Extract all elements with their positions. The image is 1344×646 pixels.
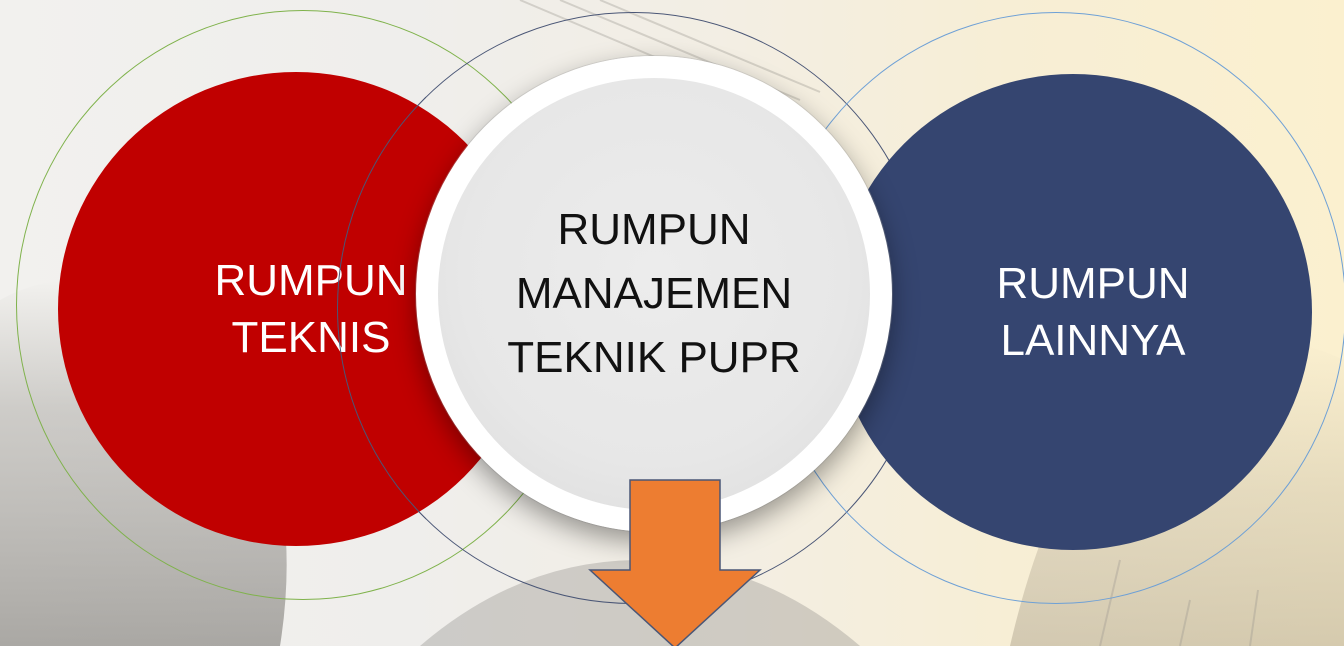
rumpun-teknis-label: RUMPUN TEKNIS [214, 252, 407, 366]
rumpun-lainnya-circle: RUMPUN LAINNYA [834, 74, 1312, 550]
rumpun-lainnya-line-1: RUMPUN [996, 258, 1190, 308]
rumpun-manajemen-line-1: RUMPUN [557, 205, 751, 255]
rumpun-manajemen-line-2: MANAJEMEN [515, 269, 793, 319]
rumpun-manajemen-label: RUMPUN MANAJEMEN TEKNIK PUPR [507, 198, 800, 389]
rumpun-manajemen-line-3: TEKNIK PUPR [507, 332, 801, 382]
rumpun-lainnya-label: RUMPUN LAINNYA [996, 255, 1189, 369]
rumpun-manajemen-circle: RUMPUN MANAJEMEN TEKNIK PUPR [416, 56, 892, 532]
arrow-down-icon [588, 479, 762, 646]
arrow-down-shape [588, 479, 762, 646]
rumpun-teknis-line-1: RUMPUN [214, 255, 408, 305]
rumpun-teknis-line-2: TEKNIS [231, 313, 391, 362]
rumpun-lainnya-line-2: LAINNYA [1000, 316, 1186, 365]
